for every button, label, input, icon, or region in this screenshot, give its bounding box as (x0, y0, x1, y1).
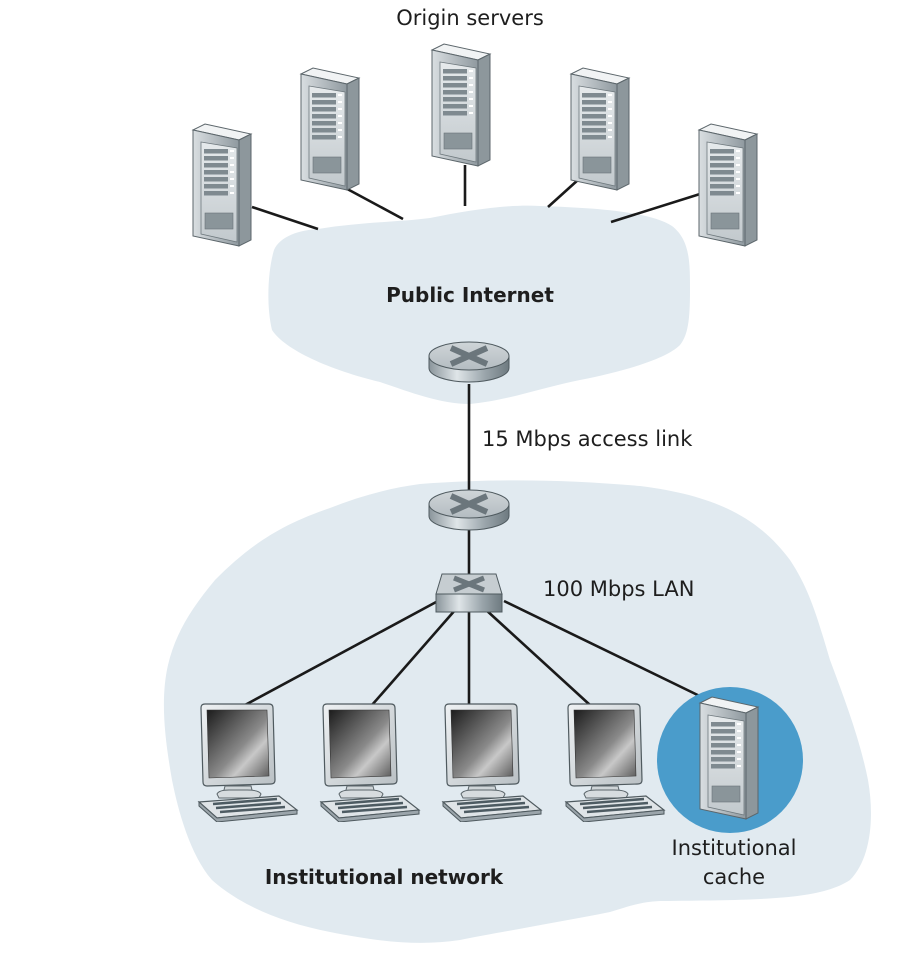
origin-server-1[interactable] (192, 123, 252, 247)
origin-servers-label: Origin servers (396, 6, 544, 30)
link-host-2 (371, 608, 457, 706)
institutional-cache-server[interactable] (699, 696, 759, 820)
link-host-1 (244, 599, 439, 707)
institutional-cache-label-line1: Institutional (672, 836, 797, 860)
link-host-4 (484, 608, 591, 706)
public-internet-cloud (268, 205, 690, 404)
lan-links (244, 599, 713, 707)
link-origin-5 (610, 192, 701, 224)
internet-router[interactable] (429, 342, 509, 382)
public-internet-label: Public Internet (386, 283, 554, 307)
origin-server-4[interactable] (570, 67, 630, 191)
institutional-network-label: Institutional network (265, 865, 504, 889)
link-cache (503, 599, 713, 704)
lan-switch[interactable] (436, 574, 502, 612)
institutional-cache-label-line2: cache (703, 865, 765, 889)
link-origin-2 (337, 182, 404, 221)
lan-label: 100 Mbps LAN (543, 577, 694, 601)
origin-server-3[interactable] (431, 43, 491, 167)
access-link-label: 15 Mbps access link (482, 427, 693, 451)
origin-server-2[interactable] (300, 67, 360, 191)
origin-server-5[interactable] (698, 123, 758, 247)
institution-router[interactable] (429, 490, 509, 530)
link-origin-1 (251, 205, 319, 231)
